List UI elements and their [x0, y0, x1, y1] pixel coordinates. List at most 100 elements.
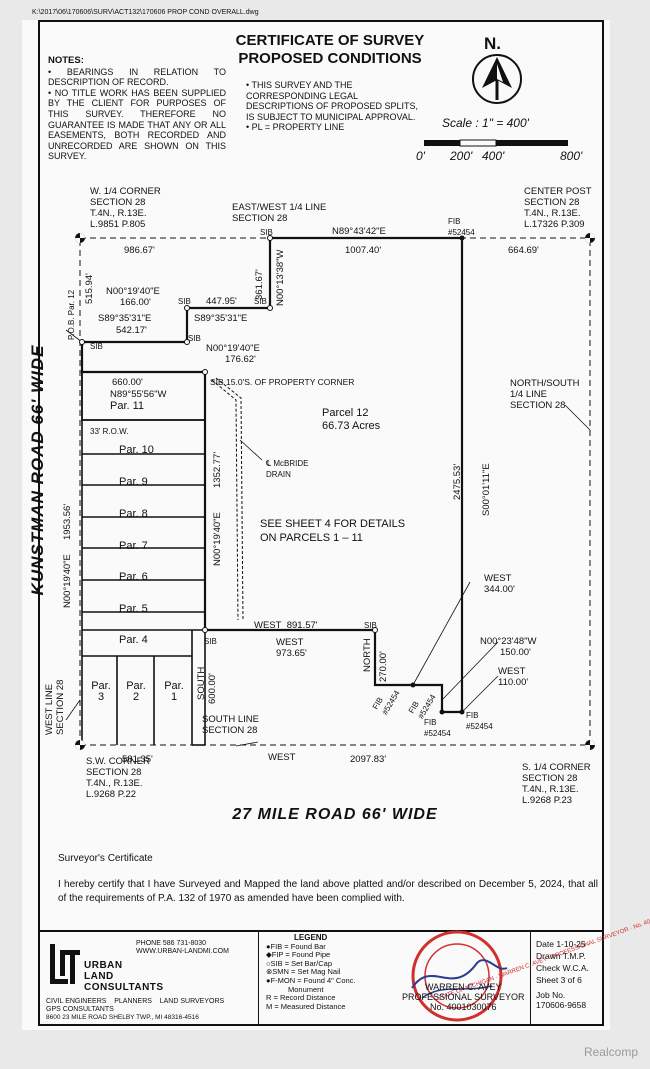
drain-line-1: ℄ McBRIDE — [266, 459, 309, 468]
west-line-2: SECTION 28 — [55, 679, 66, 735]
ew-quarter-line-label: EAST/WEST 1/4 LINE SECTION 28 — [232, 202, 326, 224]
kunstman-road-label: KUNSTMAN ROAD 66' WIDE — [28, 344, 47, 596]
company-web[interactable]: WWW.URBAN-LANDMI.COM — [136, 948, 229, 955]
bearing-s00: S00°01'11"E — [481, 463, 492, 516]
scale-label: Scale : 1" = 400' — [442, 116, 529, 130]
sheet-info: Date 1-10-25 Drawn T.M.P. Check W.C.A. S… — [536, 938, 589, 1010]
ns-line-3: SECTION 28 — [510, 400, 566, 411]
sheet-date: Date 1-10-25 — [536, 939, 586, 949]
job-number: 170606-9658 — [536, 1000, 587, 1010]
page-title: CERTIFICATE OF SURVEY PROPOSED CONDITION… — [190, 32, 470, 68]
dim-986: 986.67' — [124, 245, 155, 256]
27-mile-road-label: 27 MILE ROAD 66' WIDE — [232, 806, 438, 823]
legend-monument: Monument — [288, 984, 324, 994]
pob-label: P.O.B. Par. 12 — [67, 289, 76, 340]
north-arrow-icon — [472, 54, 522, 104]
title-block-divider-2 — [530, 932, 531, 1024]
dim-1352: 1352.77' — [212, 451, 223, 488]
surveyor-certificate: Surveyor's Certificate I hereby certify … — [58, 852, 598, 906]
ew-line-1: EAST/WEST 1/4 LINE — [232, 202, 327, 213]
job-label: Job No. — [536, 990, 566, 1000]
parcel-12-label: Parcel 12 66.73 Acres — [322, 407, 380, 433]
see-sheet-note: SEE SHEET 4 FOR DETAILS ON PARCELS 1 – 1… — [260, 517, 405, 545]
fib-c-1: FIB — [424, 718, 437, 727]
bearing-s89-right: S89°35'31"E — [194, 313, 248, 324]
south-line-label: SOUTH LINE SECTION 28 — [202, 714, 259, 736]
center-post-line-1: CENTER POST — [524, 186, 592, 197]
s-quarter-line-2: SECTION 28 — [522, 773, 578, 784]
surveyor-seal — [411, 930, 508, 1022]
service-civil: CIVIL ENGINEERS — [46, 998, 107, 1005]
legend-heading: LEGEND — [294, 933, 328, 942]
dim-270: 270.00' — [378, 651, 389, 682]
dim-542: 542.17' — [116, 325, 147, 336]
ns-line-1: NORTH/SOUTH — [510, 378, 580, 389]
sheet-check: Check W.C.A. — [536, 963, 589, 973]
service-surveyors: LAND SURVEYORS — [159, 998, 225, 1005]
parcel-12-name: Parcel 12 — [322, 407, 369, 419]
company-name-3: CONSULTANTS — [84, 982, 164, 993]
north-arrow: N. — [470, 34, 524, 106]
fib-c-2: #52454 — [424, 729, 451, 738]
company-name-2: LAND — [84, 971, 114, 982]
west-891-dir: WEST — [254, 620, 282, 631]
dim-664: 664.69' — [508, 245, 539, 256]
fib-label-c: FIB #52454 — [424, 717, 451, 739]
bearing-n00-drain: N00°19'40"E — [212, 512, 223, 566]
sheet-drawn: Drawn T.M.P. — [536, 951, 586, 961]
dim-600: 600.00' — [207, 673, 218, 704]
parcel-1: Par. 1 — [164, 680, 184, 703]
file-path: K:\2017\06\170606\SURV\ACT132\170606 PRO… — [32, 9, 259, 16]
ns-line-2: 1/4 LINE — [510, 389, 547, 400]
dim-150: 150.00' — [500, 647, 531, 658]
parcel-5: Par. 5 — [119, 603, 148, 615]
parcel-4: Par. 4 — [119, 634, 148, 646]
title-line-1: CERTIFICATE OF SURVEY — [235, 32, 425, 49]
parcel-11: Par. 11 — [110, 400, 145, 412]
west-973-dir: WEST — [276, 637, 304, 648]
w-quarter-line-2: SECTION 28 — [90, 197, 146, 208]
sib-label-7: SIB — [204, 637, 217, 646]
company-phone: PHONE 586 731-8030 — [136, 940, 207, 947]
bearing-s89-left: S89°35'31"E — [98, 313, 152, 324]
legend-smn: ⊗SMN = Set Mag Nail — [266, 967, 341, 977]
fib-d-2: #52454 — [466, 722, 493, 731]
dim-1007: 1007.40' — [345, 245, 382, 256]
note-1: • BEARINGS IN RELATION TO DESCRIPTION OF… — [48, 66, 226, 88]
south-label-600: SOUTH — [196, 666, 207, 700]
title-block: PHONE 586 731-8030 WWW.URBAN-LANDMI.COM … — [38, 910, 650, 1026]
drain-label: ℄ McBRIDE DRAIN — [266, 458, 308, 480]
ns-quarter-line-label: NORTH/SOUTH 1/4 LINE SECTION 28 — [510, 378, 580, 411]
fib-top-1: FIB — [448, 217, 461, 226]
dim-973: 973.65' — [276, 648, 307, 659]
legend-block: LEGEND ●FIB = Found Bar ◆FIP = Found Pip… — [266, 933, 376, 1024]
dim-660: 660.00' — [112, 377, 143, 388]
parcel-9: Par. 9 — [119, 476, 148, 488]
note-4: • PL = PROPERTY LINE — [246, 122, 345, 133]
dim-176: 176.62' — [225, 354, 256, 365]
company-gps: GPS CONSULTANTS — [46, 1006, 114, 1013]
watermark: Realcomp — [583, 1045, 638, 1059]
dim-447: 447.95' — [206, 296, 237, 307]
note-3: • THIS SURVEY AND THE CORRESPONDING LEGA… — [246, 80, 419, 122]
parcel-10: Par. 10 — [119, 444, 154, 456]
s-quarter-line-4: L.9268 P.23 — [522, 795, 573, 806]
west-973-label: WEST 973.65' — [276, 637, 307, 659]
center-post-line-4: L.17326 P.309 — [524, 219, 585, 230]
west-bottom-dir: WEST — [268, 752, 296, 763]
dim-891: 891.57' — [286, 620, 318, 631]
sib-label-3: SIB — [254, 297, 267, 306]
parcel-6: Par. 6 — [119, 571, 148, 583]
certificate-heading: Surveyor's Certificate — [58, 853, 153, 864]
s-quarter-line-3: T.4N., R.13E. — [522, 784, 579, 795]
west-line-1: WEST LINE — [44, 683, 55, 735]
sw-corner-line-4: L.9268 P.22 — [86, 789, 137, 800]
north-label-270: NORTH — [362, 638, 373, 672]
parcel-7: Par. 7 — [119, 540, 148, 552]
row-label: 33' R.O.W. — [90, 427, 129, 436]
w-quarter-line-4: L.9851 P.805 — [90, 219, 146, 230]
surveyor-name: WARREN C. AVEY — [425, 982, 502, 992]
company-name-1: URBAN — [84, 960, 123, 971]
north-label: N. — [484, 34, 501, 53]
